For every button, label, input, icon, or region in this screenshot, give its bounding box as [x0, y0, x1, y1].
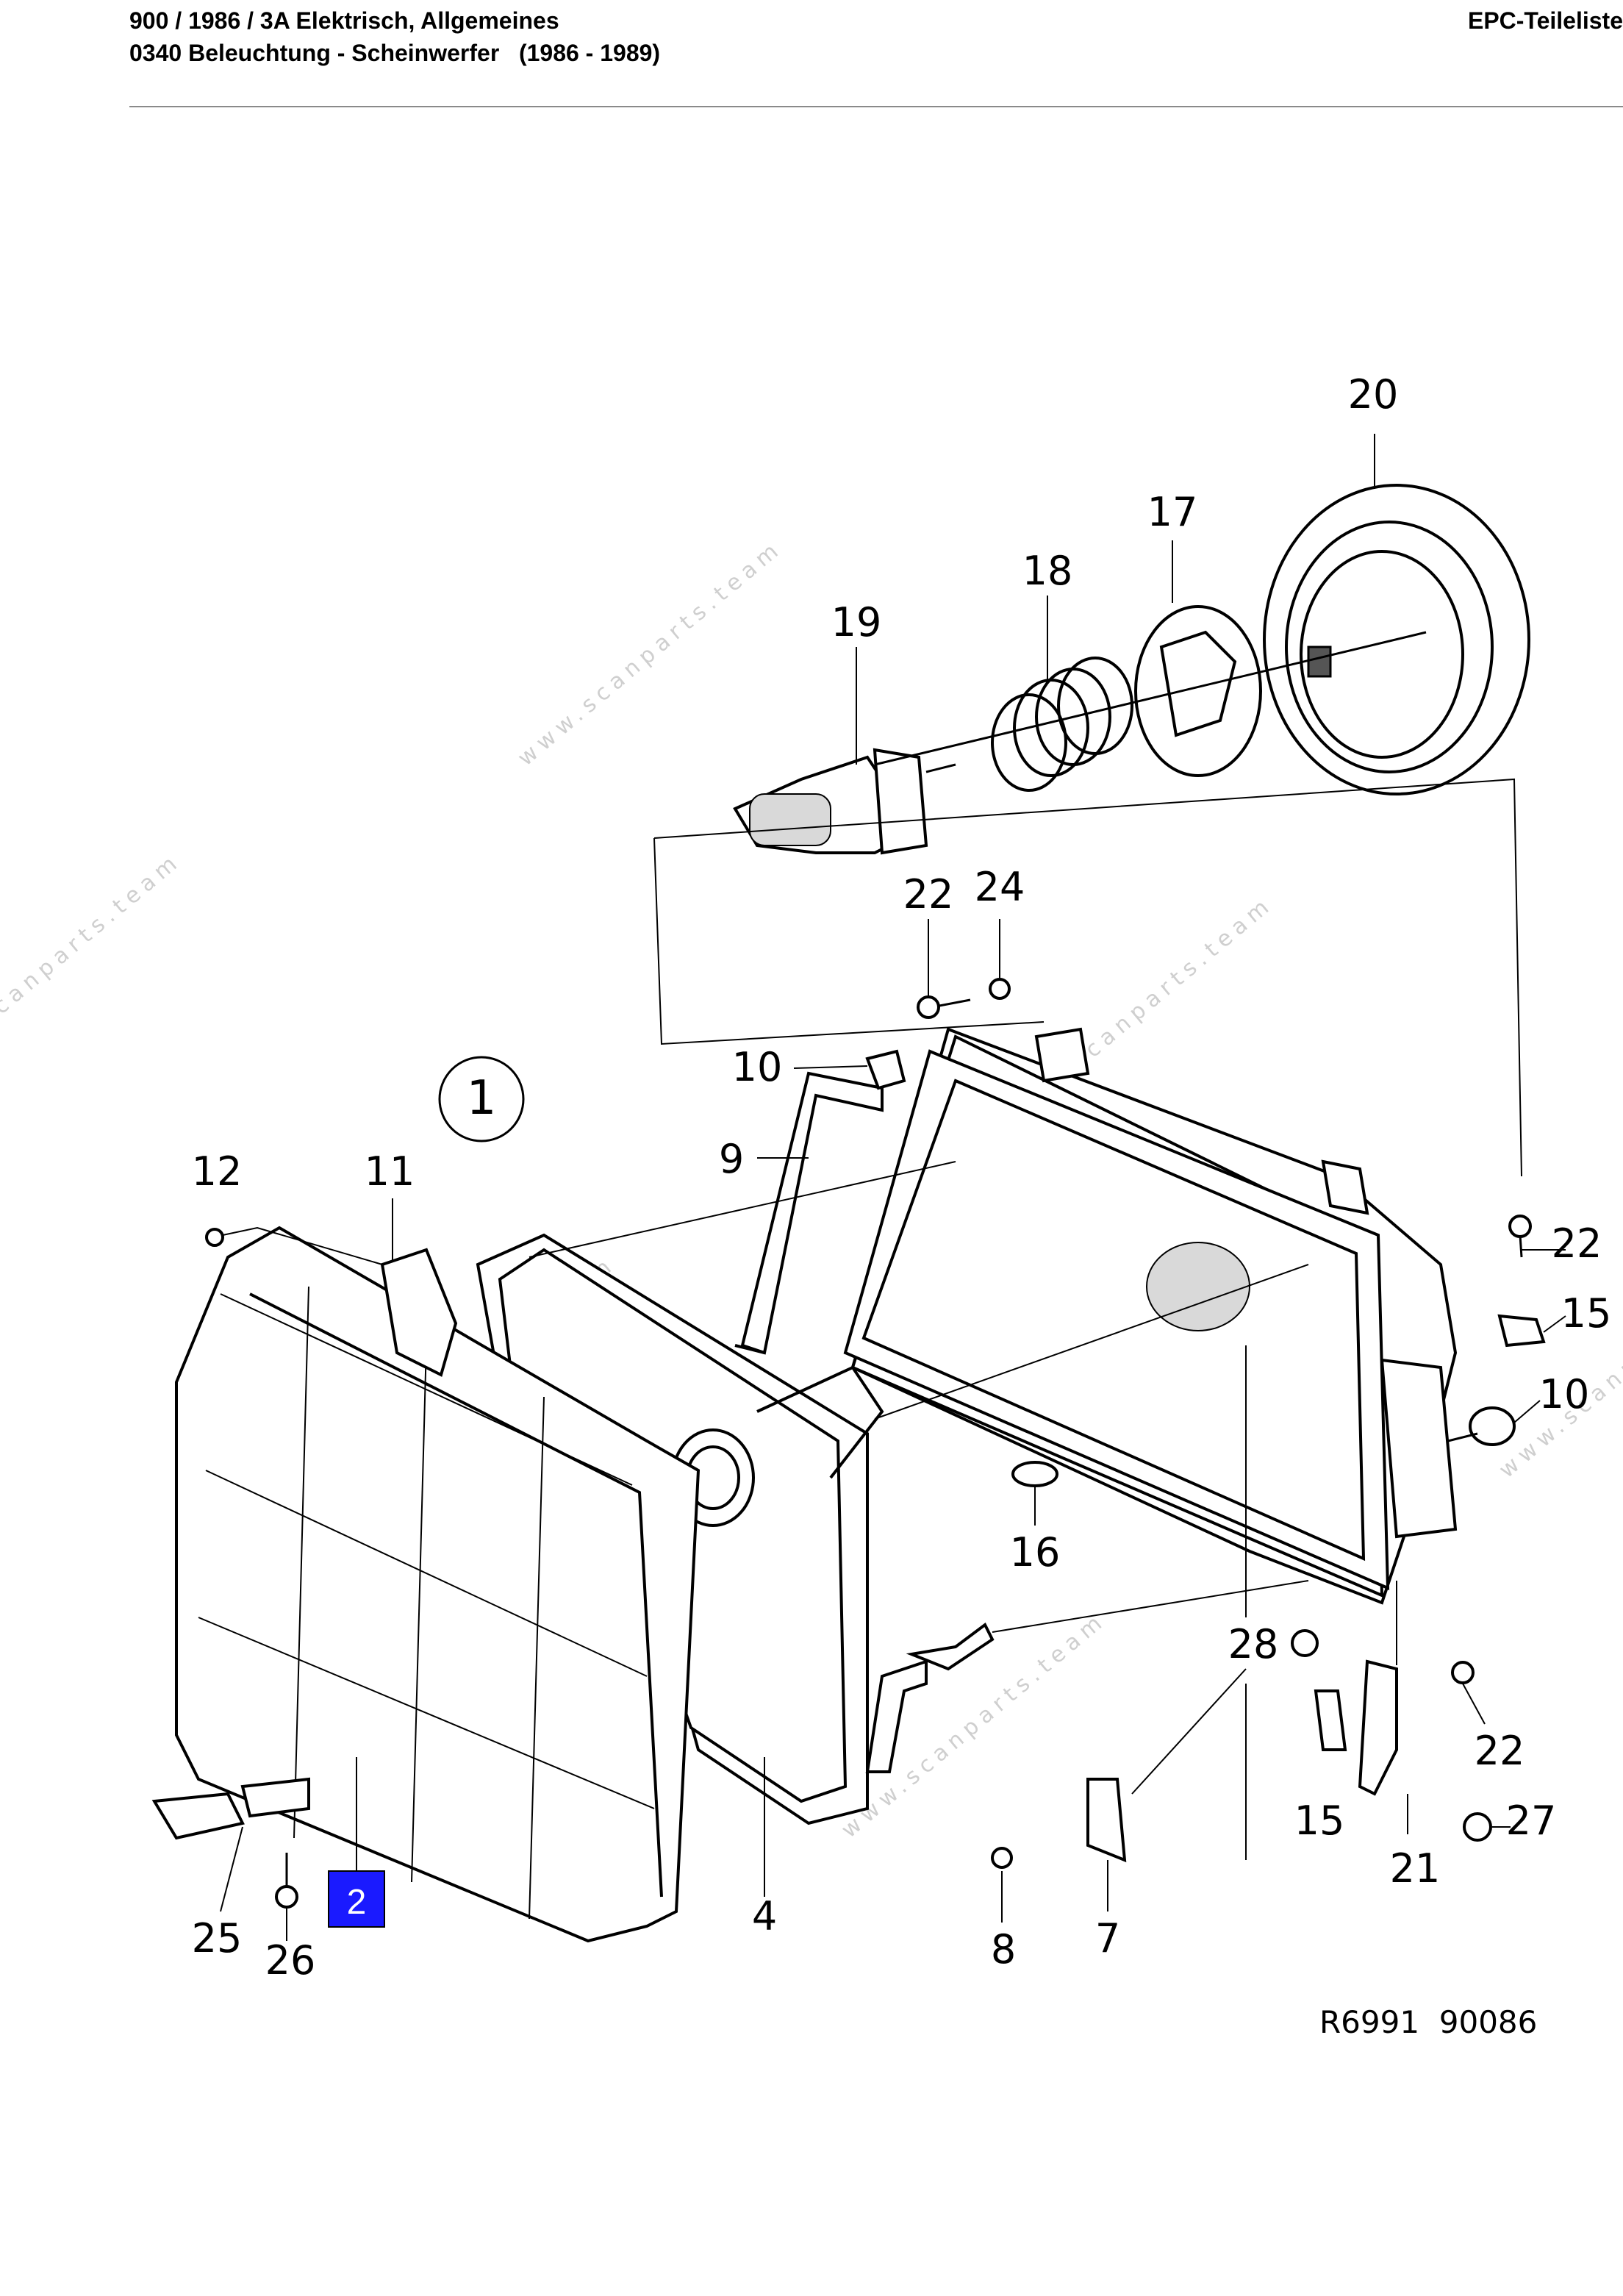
callout-10-right: 10: [1539, 1371, 1590, 1417]
svg-text:1: 1: [467, 1071, 497, 1126]
bulb-part-19: [733, 748, 956, 855]
document-subtitle: 0340 Beleuchtung - Scheinwerfer (1986 - …: [129, 40, 661, 66]
callout-22-bottom: 22: [1475, 1728, 1525, 1774]
bulb-assembly-outline: [653, 778, 1522, 1177]
callout-20: 20: [1348, 371, 1399, 418]
cover-cap-part-20: [874, 484, 1530, 795]
callout-26: 26: [265, 1937, 316, 1984]
callout-12: 12: [192, 1148, 243, 1195]
callout-21: 21: [1390, 1845, 1441, 1892]
catalog-label: EPC-Teileliste: [1467, 7, 1623, 34]
retainer-part-17: [1134, 605, 1262, 777]
svg-text:2: 2: [347, 1883, 367, 1922]
callout-19: 19: [831, 599, 882, 645]
callout-25: 25: [192, 1915, 243, 1961]
callout-7: 7: [1095, 1915, 1120, 1961]
headlight-lens-part-2: [175, 1226, 701, 1943]
svg-text:www.scanparts.team: www.scanparts.team: [1494, 1247, 1623, 1483]
callout-15-right: 15: [1561, 1290, 1612, 1337]
callout-15-bottom: 15: [1294, 1798, 1345, 1844]
callout-27: 27: [1506, 1798, 1557, 1844]
group-label: 1: [438, 1056, 525, 1142]
diagram-reference-code: R6991 90086: [1319, 2004, 1537, 2040]
document-title: 900 / 1986 / 3A Elektrisch, Allgemeines: [129, 7, 559, 34]
callout-24: 24: [975, 864, 1025, 910]
svg-text:www.scanparts.team: www.scanparts.team: [0, 848, 187, 1084]
highlighted-part-badge[interactable]: 2: [328, 1870, 385, 1928]
callout-16: 16: [1010, 1529, 1061, 1576]
part-callouts: 20 17 18 19 22 24 10 9 12 11 22 15 10 16…: [192, 371, 1612, 1984]
callout-8: 8: [991, 1926, 1016, 1973]
bracket-part-11: [380, 1248, 458, 1377]
callout-22-top: 22: [903, 871, 954, 918]
callout-4: 4: [752, 1893, 777, 1939]
hardware: [151, 978, 1546, 1909]
spring-part-18: [991, 657, 1133, 792]
callout-17: 17: [1147, 489, 1198, 535]
leader-lines: [220, 434, 1566, 1941]
callout-22-right: 22: [1552, 1220, 1602, 1267]
callout-10-top: 10: [732, 1044, 783, 1090]
svg-text:www.scanparts.team: www.scanparts.team: [513, 535, 788, 771]
callout-11: 11: [365, 1148, 415, 1195]
callout-9: 9: [719, 1136, 744, 1182]
header-divider: [129, 106, 1623, 107]
callout-28: 28: [1228, 1621, 1279, 1667]
headlight-housing: [843, 1027, 1458, 1605]
callout-18: 18: [1022, 548, 1073, 594]
